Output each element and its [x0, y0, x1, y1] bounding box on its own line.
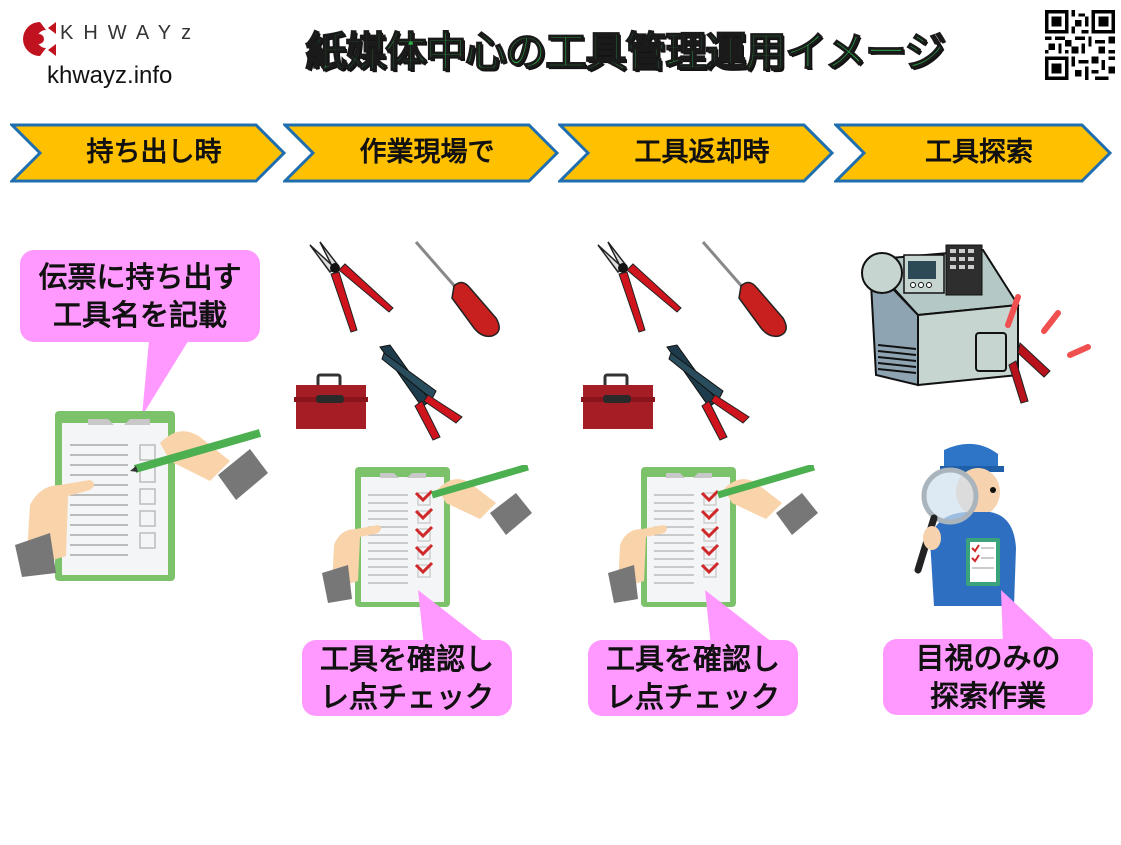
- clipboard-checked-icon: [322, 465, 532, 607]
- step-label: 持ち出し時: [86, 137, 222, 168]
- speech-bubble-search: 目視のみの 探索作業: [883, 639, 1093, 715]
- step-label: 工具探索: [925, 137, 1033, 168]
- step-chevron-checkout: 持ち出し時: [10, 123, 288, 183]
- bubble-line: レ点チェック: [605, 680, 780, 714]
- qr-code-icon: [1045, 10, 1115, 80]
- step-label: 工具返却時: [634, 137, 770, 168]
- bubble-tail: [705, 590, 777, 646]
- step-chevron-search: 工具探索: [834, 123, 1114, 183]
- bubble-tail: [418, 590, 490, 646]
- step-chevron-return: 工具返却時: [558, 123, 836, 183]
- site-url[interactable]: khwayz.info: [47, 62, 173, 89]
- crimping-pliers-icon: [666, 344, 750, 441]
- clipboard-checked-icon: [608, 465, 818, 607]
- bubble-line: 工具を確認し: [605, 642, 780, 676]
- page-title: 紙媒体中心の工具管理運用イメージ: [305, 27, 947, 77]
- bubble-line: 伝票に持ち出す: [38, 260, 242, 294]
- step-label: 作業現場で: [359, 137, 495, 168]
- bubble-line: 工具名を記載: [52, 298, 227, 332]
- machine-with-tool-stuck-icon: [861, 244, 1091, 404]
- screwdriver-icon: [701, 241, 787, 338]
- bubble-line: 探索作業: [929, 679, 1046, 713]
- brand-name: KHWAYz: [60, 22, 202, 44]
- screwdriver-icon: [414, 241, 500, 338]
- brand-logo: [20, 20, 220, 58]
- speech-bubble-checkout: 伝票に持ち出す 工具名を記載: [20, 250, 260, 342]
- bubble-tail: [1001, 590, 1061, 646]
- step-chevron-on-site: 作業現場で: [283, 123, 561, 183]
- toolbox-icon: [294, 373, 368, 429]
- bubble-tail: [142, 330, 195, 416]
- speech-bubble-on-site: 工具を確認し レ点チェック: [302, 640, 512, 716]
- tin-snips-icon: [309, 241, 394, 333]
- tin-snips-icon: [597, 241, 682, 333]
- worker-with-magnifier-icon: [914, 443, 1016, 606]
- speech-bubble-return: 工具を確認し レ点チェック: [588, 640, 798, 716]
- toolbox-icon: [581, 373, 655, 429]
- crimping-pliers-icon: [379, 344, 463, 441]
- bubble-line: 目視のみの: [915, 641, 1061, 675]
- clipboard-blank-icon: [15, 411, 268, 581]
- bubble-line: 工具を確認し: [319, 642, 494, 676]
- brand-mark-icon: [23, 22, 56, 56]
- bubble-line: レ点チェック: [319, 680, 494, 714]
